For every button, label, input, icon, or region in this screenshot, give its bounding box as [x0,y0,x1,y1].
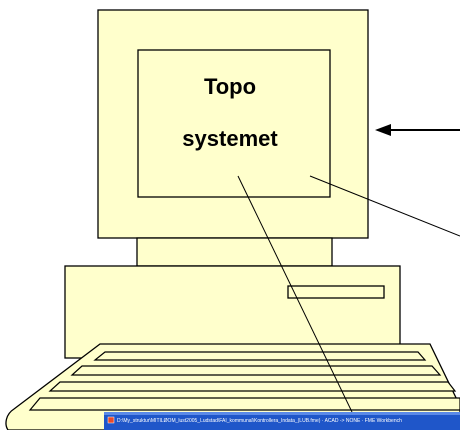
window-titlebar [104,412,460,430]
monitor-neck [136,237,333,267]
screen-label-line1: Topo [204,74,256,99]
window-titlebar-highlight [104,412,460,415]
keyboard-row [70,365,442,376]
screen-label-line2: systemet [182,126,278,151]
pointer-line-screen-right [309,175,460,237]
system-unit [64,265,401,359]
keyboard-row [28,397,460,411]
pointer-line-screen-center [237,175,353,413]
window-titlebar-text: D:\My_struktur\MITILØOM_lust2005_Ludstad… [117,418,402,424]
casing-arrow-head [375,124,391,136]
disk-drive-slot [287,285,385,299]
keyboard-row [93,351,427,361]
monitor-screen [137,49,331,198]
app-icon [107,416,115,424]
keyboard [5,343,460,430]
keyboard-row [48,381,457,392]
